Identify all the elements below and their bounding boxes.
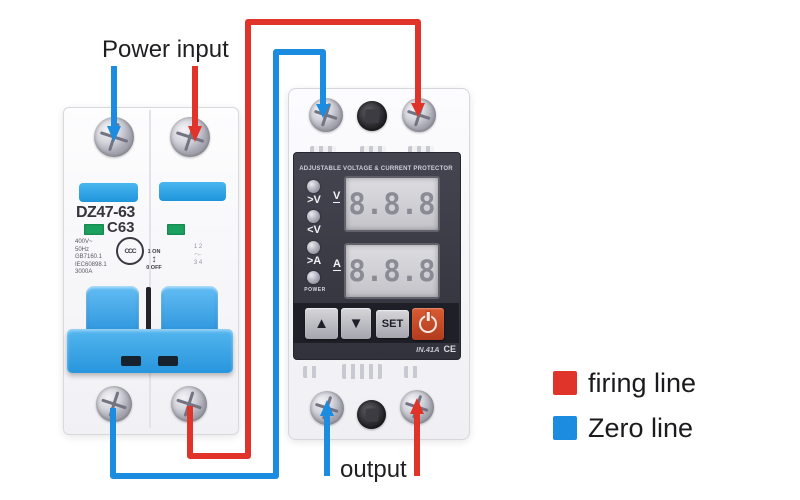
breaker-tiebar-slot xyxy=(121,356,141,366)
vent-slots xyxy=(303,366,317,378)
protector-bottom-left-terminal-screw xyxy=(310,391,344,425)
under-voltage-led xyxy=(307,210,320,223)
breaker-blue-band-left xyxy=(79,183,138,202)
set-button: SET xyxy=(376,310,409,338)
protector-top-left-terminal-screw xyxy=(309,98,343,132)
ce-mark: CE xyxy=(443,344,456,354)
protector-top-right-terminal-screw xyxy=(402,98,436,132)
zero-line-swatch xyxy=(553,416,577,440)
up-down-arrow-icon: ↕ xyxy=(151,254,157,265)
breaker-on-off-indicator: 1 ON ↕ 0 OFF xyxy=(142,249,166,271)
breaker-toggle-tiebar xyxy=(67,329,233,373)
over-current-led xyxy=(307,241,320,254)
over-current-label: >A xyxy=(306,255,322,267)
over-voltage-led xyxy=(307,180,320,193)
breaker-spec-text: 400V~ 50Hz GB7160.1 IEC60898.1 3000A xyxy=(75,239,119,277)
breaker-blue-band-right xyxy=(159,182,226,201)
protector-current-rating: IN.41A xyxy=(416,345,440,354)
power-led xyxy=(307,271,320,284)
breaker-spec-line: 400V~ xyxy=(75,239,93,245)
breaker-off-label: 0 OFF xyxy=(146,265,162,271)
voltage-seven-segment-display: 8.8.8 xyxy=(344,176,440,232)
vent-slots xyxy=(342,364,382,379)
zero-line-legend-label: Zero line xyxy=(588,413,694,443)
down-button: ▼ xyxy=(341,308,371,339)
breaker-indicator-window-left xyxy=(84,224,104,235)
volts-unit-mark: V xyxy=(333,190,341,203)
up-button: ▲ xyxy=(305,308,338,339)
power-input-label: Power input xyxy=(102,36,229,63)
breaker-indicator-window-right xyxy=(167,224,185,235)
breaker-wiring-schematic: 1 2 ⌐⌐ 3 4 xyxy=(184,243,212,267)
firing-line-swatch xyxy=(553,371,577,395)
protector-bottom-right-terminal-screw xyxy=(400,390,434,424)
over-voltage-label: >V xyxy=(307,194,321,206)
breaker-terminal-numbers-top: 1 2 xyxy=(193,244,203,250)
breaker-spec-line: IEC60898.1 xyxy=(75,261,107,268)
breaker-handle-seam xyxy=(146,287,151,334)
breaker-tiebar-slot xyxy=(158,356,178,366)
breaker-bottom-left-terminal-screw xyxy=(96,386,132,422)
protector-bottom-middle-screw xyxy=(357,400,386,429)
breaker-spec-line: GB7160.1 xyxy=(75,254,103,261)
breaker-rating-label: C63 xyxy=(107,219,135,236)
breaker-spec-line: 50Hz xyxy=(75,246,90,253)
ccc-certification-icon: CCC xyxy=(116,237,144,265)
breaker-spec-line: 3000A xyxy=(75,269,93,276)
amps-unit-mark: A xyxy=(333,258,341,271)
switch-symbol-icon: ⌐⌐ xyxy=(194,251,202,259)
output-label: output xyxy=(340,456,407,483)
power-led-label: POWER xyxy=(304,287,326,293)
breaker-top-left-terminal-screw xyxy=(94,117,134,157)
breaker-bottom-right-terminal-screw xyxy=(171,386,207,422)
vent-slots xyxy=(404,366,418,378)
power-icon xyxy=(419,315,437,333)
power-button xyxy=(412,308,444,340)
under-voltage-label: <V xyxy=(307,224,321,236)
firing-line-legend-label: firing line xyxy=(588,368,697,398)
protector-title: ADJUSTABLE VOLTAGE & CURRENT PROTECTOR xyxy=(299,166,453,172)
current-seven-segment-display: 8.8.8 xyxy=(344,243,440,299)
breaker-top-right-terminal-screw xyxy=(170,117,210,157)
protector-top-middle-screw xyxy=(357,101,387,131)
breaker-terminal-numbers-bottom: 3 4 xyxy=(193,260,203,266)
